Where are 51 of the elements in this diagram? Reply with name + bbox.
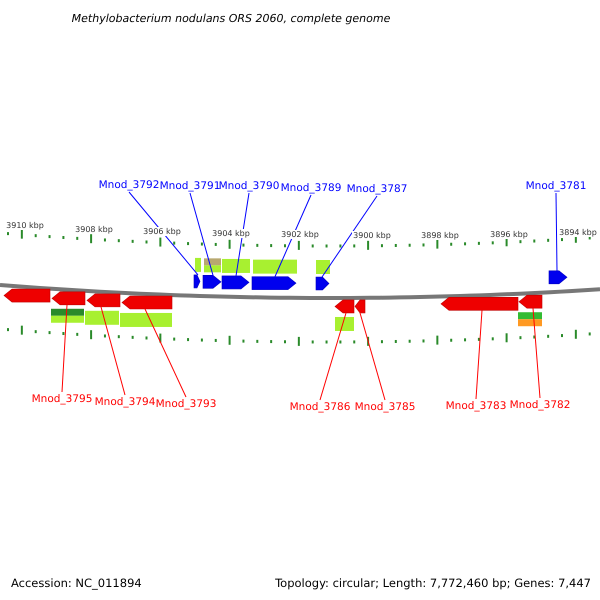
leader-line	[144, 308, 186, 398]
gene-block	[122, 296, 172, 310]
gene-label: Mnod_3783	[446, 400, 506, 412]
gene-block	[518, 294, 542, 308]
gene-label: Mnod_3792	[98, 179, 160, 191]
axis-label: 3896 kbp	[489, 230, 529, 239]
gene-block	[354, 300, 366, 314]
leader-line	[476, 310, 482, 400]
axis-label: 3898 kbp	[420, 231, 460, 240]
axis-label: 3910 kbp	[5, 221, 45, 230]
gene-block	[252, 276, 296, 290]
axis-label: 3908 kbp	[74, 225, 114, 234]
leader-line	[360, 312, 386, 400]
leader-line	[128, 192, 198, 276]
gene-block	[86, 294, 120, 308]
gene-block	[4, 288, 50, 302]
gene-block	[334, 300, 354, 314]
leader-line	[190, 192, 214, 276]
leader-line	[532, 308, 540, 398]
axis-label: 3906 kbp	[142, 227, 182, 236]
leader-line	[322, 196, 378, 278]
gene-label: Mnod_3786	[290, 401, 350, 413]
gene-label: Mnod_3782	[510, 399, 570, 411]
axis-label: 3902 kbp	[280, 230, 320, 239]
gene-label: Mnod_3781	[526, 180, 586, 192]
gene-label: Mnod_3790	[218, 180, 280, 192]
gene-label: Mnod_3787	[346, 183, 408, 195]
gene-block	[52, 292, 86, 306]
gene-label: Mnod_3793	[156, 398, 216, 410]
gene-block	[194, 274, 200, 288]
gene-block	[548, 270, 568, 284]
title: Methylobacterium nodulans ORS 2060, complete genome	[70, 12, 392, 25]
gene-label: Mnod_3791	[160, 180, 220, 192]
gene-label: Mnod_3794	[94, 396, 156, 408]
leader-line	[62, 304, 68, 392]
leader-line	[320, 312, 346, 400]
leader-line	[556, 192, 558, 272]
gene-block	[316, 276, 330, 290]
gene-label: Mnod_3795	[32, 393, 92, 405]
accession-text: Accession: NC_011894	[10, 576, 143, 590]
gene-label: Mnod_3789	[280, 182, 342, 194]
genome-summary-text: Topology: circular; Length: 7,772,460 bp; Genes: 7,447	[274, 576, 592, 590]
leader-line	[274, 194, 312, 278]
leader-line	[236, 192, 250, 276]
axis-label: 3894 kbp	[558, 228, 598, 237]
gene-block	[202, 275, 222, 289]
axis-label: 3904 kbp	[211, 229, 251, 238]
leader-line	[100, 306, 126, 396]
gene-label: Mnod_3785	[354, 401, 416, 413]
gene-block	[222, 276, 250, 290]
axis-label: 3900 kbp	[352, 231, 392, 240]
